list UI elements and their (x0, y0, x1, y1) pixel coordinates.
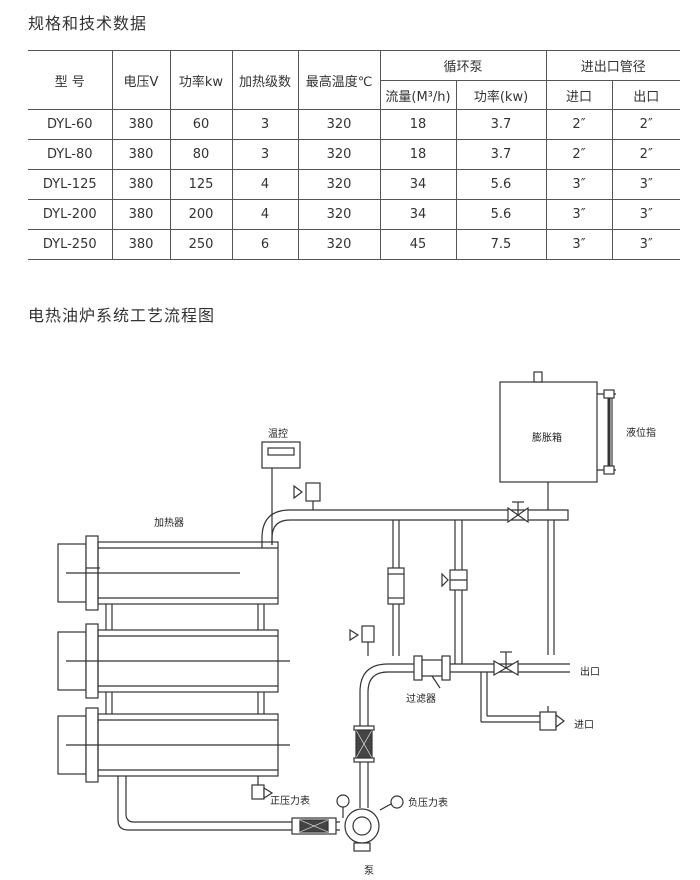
spec-cell-model: DYL-125 (28, 169, 113, 200)
spec-cell-voltage: 380 (111, 169, 171, 200)
process-flow-diagram: 膨胀箱 液位指 温控 加热器 (57, 371, 656, 877)
main-pipe (261, 509, 569, 655)
bypass-pipe-2 (441, 520, 468, 664)
expansion-tank: 膨胀箱 (499, 371, 598, 510)
outlet-label: 出口 (580, 665, 600, 678)
spec-cell-max-temp: 320 (297, 139, 381, 170)
header-pump-power: 功率(kw) (455, 80, 547, 110)
heater-label: 加热器 (154, 516, 184, 529)
flow-diagram-title: 电热油炉系统工艺流程图 (28, 306, 216, 325)
specs-table: 型 号 电压V 功率kw 加热级数 最高温度℃ 循环泵 进出口管径 流量(M³/… (28, 50, 680, 260)
spec-cell-max-temp: 320 (297, 229, 381, 260)
spec-cell-model: DYL-200 (28, 199, 113, 230)
header-stages: 加热级数 (231, 50, 299, 110)
spec-cell-pipe-out: 2″ (611, 139, 680, 170)
header-voltage: 电压V (111, 50, 171, 110)
specs-title: 规格和技术数据 (28, 14, 148, 33)
heater-1 (57, 535, 279, 611)
header-pump-flow: 流量(M³/h) (380, 80, 457, 110)
return-pipe (117, 776, 340, 831)
spec-cell-voltage: 380 (111, 139, 171, 170)
spec-cell-pump-power: 3.7 (455, 109, 547, 140)
top-valve (507, 501, 529, 524)
positive-gauge-label: 正压力表 (270, 794, 310, 807)
thermostat-label: 温控 (268, 427, 288, 440)
spec-cell-flow: 34 (379, 199, 457, 230)
spec-cell-pipe-out: 3″ (611, 169, 680, 200)
spec-cell-stages: 4 (231, 169, 299, 200)
drain-valve (251, 776, 274, 800)
negative-pressure-gauge: 负压力表 (379, 795, 448, 811)
spec-cell-model: DYL-60 (28, 109, 113, 140)
spec-cell-model: DYL-250 (28, 229, 113, 260)
spec-cell-pipe-in: 3″ (545, 229, 613, 260)
pump-riser (349, 625, 414, 808)
pump: 泵 (344, 808, 380, 877)
expansion-tank-label: 膨胀箱 (532, 431, 562, 444)
spec-cell-pipe-in: 2″ (545, 109, 613, 140)
spec-cell-pipe-in: 3″ (545, 199, 613, 230)
header-model: 型 号 (28, 50, 113, 110)
spec-cell-pump-power: 7.5 (455, 229, 547, 260)
header-power: 功率kw (169, 50, 233, 110)
spec-cell-flow: 18 (379, 109, 457, 140)
spec-cell-model: DYL-80 (28, 139, 113, 170)
spec-cell-flow: 45 (379, 229, 457, 260)
header-max-temp: 最高温度℃ (297, 50, 381, 110)
spec-cell-pump-power: 5.6 (455, 169, 547, 200)
header-pipe-out: 出口 (611, 80, 680, 110)
pump-label: 泵 (364, 865, 374, 877)
spec-cell-voltage: 380 (111, 199, 171, 230)
spec-cell-stages: 6 (231, 229, 299, 260)
inlet-strainer (291, 817, 337, 835)
spec-cell-pipe-out: 3″ (611, 229, 680, 260)
spec-cell-pump-power: 5.6 (455, 199, 547, 230)
inlet-pipe: 进口 (480, 672, 594, 731)
spec-cell-voltage: 380 (111, 229, 171, 260)
spec-cell-flow: 34 (379, 169, 457, 200)
spec-cell-flow: 18 (379, 139, 457, 170)
heater-3 (57, 707, 290, 783)
header-pipe-in: 进口 (545, 80, 613, 110)
spec-cell-max-temp: 320 (297, 169, 381, 200)
spec-cell-pipe-out: 3″ (611, 199, 680, 230)
spec-cell-pipe-in: 3″ (545, 169, 613, 200)
spec-cell-max-temp: 320 (297, 199, 381, 230)
spec-cell-pump-power: 3.7 (455, 139, 547, 170)
bypass-pipe-1 (387, 520, 405, 656)
filter: 过滤器 (406, 655, 451, 705)
spec-cell-pipe-in: 2″ (545, 139, 613, 170)
spec-cell-stages: 4 (231, 199, 299, 230)
spec-cell-stages: 3 (231, 139, 299, 170)
air-valve (293, 482, 321, 510)
spec-cell-power: 125 (169, 169, 233, 200)
thermostat: 温控 (261, 427, 301, 545)
heater-connectors (105, 604, 265, 714)
filter-label: 过滤器 (406, 692, 436, 705)
level-gauge: 液位指 (597, 389, 656, 475)
spec-cell-stages: 3 (231, 109, 299, 140)
spec-cell-max-temp: 320 (297, 109, 381, 140)
positive-pressure-gauge: 正压力表 (270, 794, 350, 818)
negative-gauge-label: 负压力表 (408, 796, 448, 809)
spec-cell-power: 200 (169, 199, 233, 230)
spec-cell-power: 250 (169, 229, 233, 260)
spec-cell-power: 80 (169, 139, 233, 170)
spec-cell-pipe-out: 2″ (611, 109, 680, 140)
inlet-label: 进口 (574, 719, 594, 731)
spec-cell-voltage: 380 (111, 109, 171, 140)
header-pipe-group: 进出口管径 (545, 50, 680, 81)
heater-2 (57, 623, 290, 699)
header-pump-group: 循环泵 (379, 50, 547, 81)
outlet-pipe: 出口 (450, 651, 600, 678)
level-gauge-label: 液位指 (626, 426, 656, 439)
spec-cell-power: 60 (169, 109, 233, 140)
